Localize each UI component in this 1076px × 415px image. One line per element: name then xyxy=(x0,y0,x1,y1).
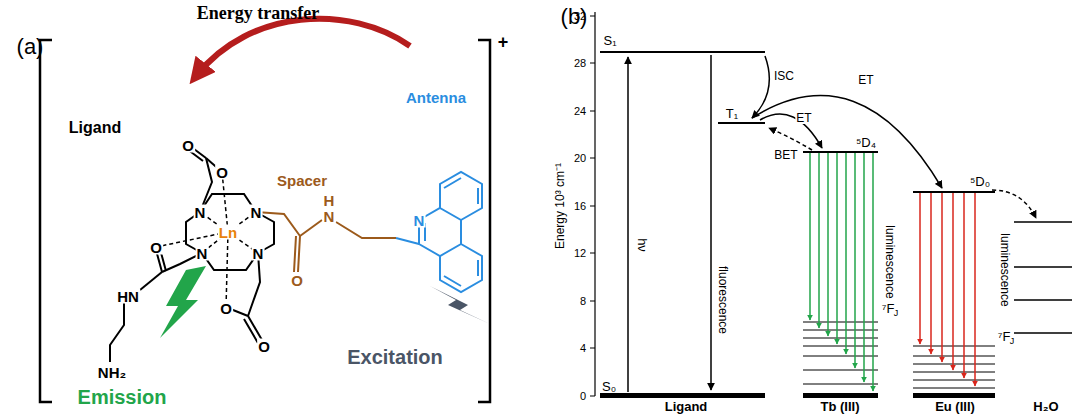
atom-label: N xyxy=(196,246,209,261)
excitation-bolt xyxy=(430,286,490,324)
tick-label: 20 xyxy=(574,153,586,164)
part-label: Emission xyxy=(78,387,167,407)
arrow-label: ET xyxy=(795,112,812,124)
atom-label: N xyxy=(323,209,336,224)
tick-label: 12 xyxy=(574,248,586,259)
tick-label: 28 xyxy=(574,58,586,69)
arrow-label: fluorescence xyxy=(717,266,729,334)
arrow-label: ISC xyxy=(774,70,794,82)
metal-label: Ln xyxy=(218,225,238,240)
atom-label: O xyxy=(257,339,271,354)
atom-label: N xyxy=(194,205,207,220)
tick-label: 16 xyxy=(574,201,586,212)
tick-label: 8 xyxy=(580,296,586,307)
arrow-label: luminescence xyxy=(999,232,1011,307)
axis-label: H₂O xyxy=(1033,400,1058,413)
atom-label: H xyxy=(323,193,336,208)
atom-label: O xyxy=(149,240,163,255)
atom-label: O xyxy=(290,273,304,288)
axis-label: Eu (III) xyxy=(935,400,975,413)
arrow-label: ET xyxy=(857,74,874,86)
level-label: T₁ xyxy=(726,107,738,120)
atom-label: N xyxy=(413,213,426,228)
emission-bolt xyxy=(160,266,206,338)
part-label: Excitation xyxy=(347,347,443,367)
arrow-label: BET xyxy=(773,149,798,161)
part-label: Antenna xyxy=(406,90,466,105)
axis-label: Ligand xyxy=(665,400,708,413)
panel-letter: (a) xyxy=(17,36,44,58)
tick-label: 32 xyxy=(574,11,586,22)
structure xyxy=(40,19,490,402)
level-label: S₀ xyxy=(602,380,616,393)
atom-label: N xyxy=(252,246,265,261)
level-label: ⁷F xyxy=(997,330,1012,343)
atom-label: O xyxy=(215,165,229,180)
axis-label: Tb (III) xyxy=(821,400,860,413)
atom-label: O xyxy=(181,138,195,153)
level-label: ⁷F xyxy=(881,302,896,315)
arrow-label: hν xyxy=(636,237,649,253)
tick-label: 24 xyxy=(574,106,586,117)
charge-label: + xyxy=(498,33,509,51)
level-label: S₁ xyxy=(603,34,616,47)
arrow-label: luminescence xyxy=(884,225,896,298)
part-label: Ligand xyxy=(69,120,121,136)
part-label: Spacer xyxy=(277,173,327,188)
tick-label: 4 xyxy=(580,343,586,354)
atom-label: O xyxy=(219,301,233,316)
atom-label: NH₂ xyxy=(97,365,127,380)
level-label: ⁵D₀ xyxy=(970,175,990,188)
level-label: ⁵D₄ xyxy=(856,136,876,149)
heading: Energy transfer xyxy=(197,4,319,22)
level-label: J xyxy=(894,309,899,318)
atom-label: N xyxy=(250,205,263,220)
level-label: J xyxy=(1010,337,1015,346)
tick-label: 0 xyxy=(580,391,586,402)
axis-title: Energy 10³ cm⁻¹ xyxy=(554,163,566,249)
energy-diagram xyxy=(590,12,1072,398)
atom-label: HN xyxy=(116,289,140,304)
